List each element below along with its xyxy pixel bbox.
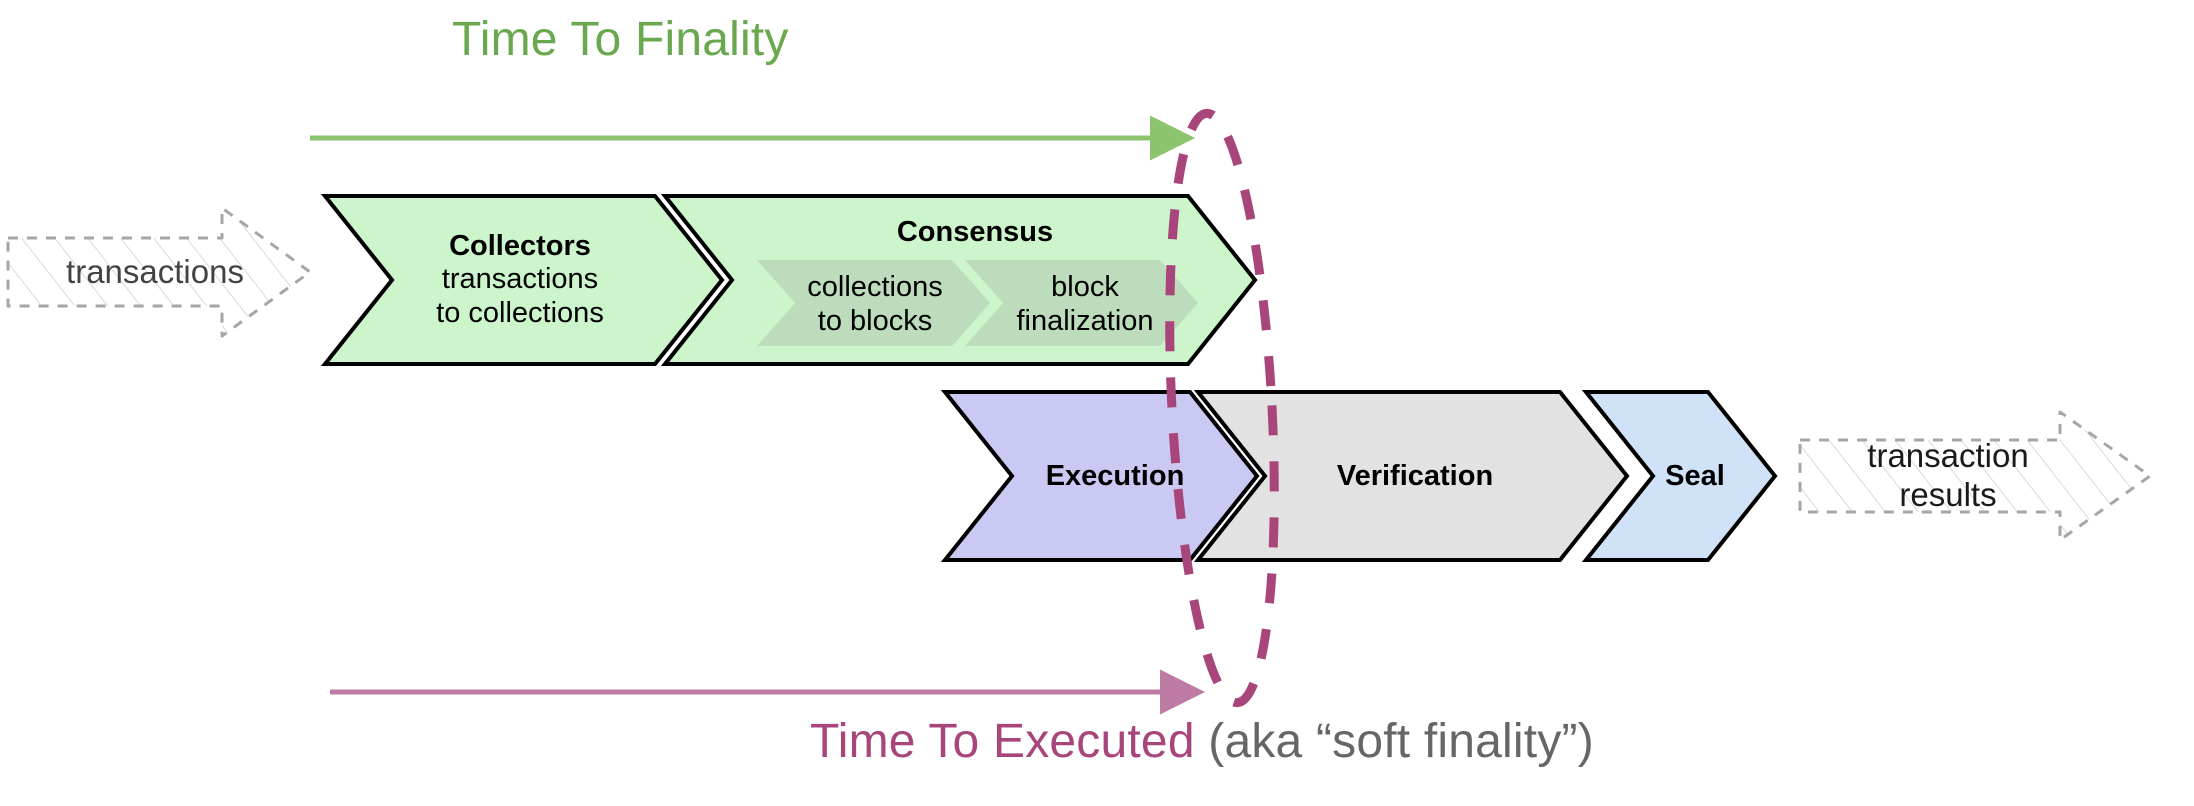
transactions-input-arrow xyxy=(6,206,312,338)
finality-marker-ellipse xyxy=(1165,108,1279,708)
transaction-results-output-arrow xyxy=(1798,410,2152,542)
chevron-block-finalization[interactable] xyxy=(965,260,1198,346)
chevron-seal[interactable] xyxy=(1581,390,1778,562)
chevron-collections-to-blocks[interactable] xyxy=(757,260,990,346)
chevron-verification[interactable] xyxy=(1193,390,1630,562)
chevron-execution[interactable] xyxy=(940,390,1260,562)
chevron-collectors[interactable] xyxy=(320,194,725,366)
